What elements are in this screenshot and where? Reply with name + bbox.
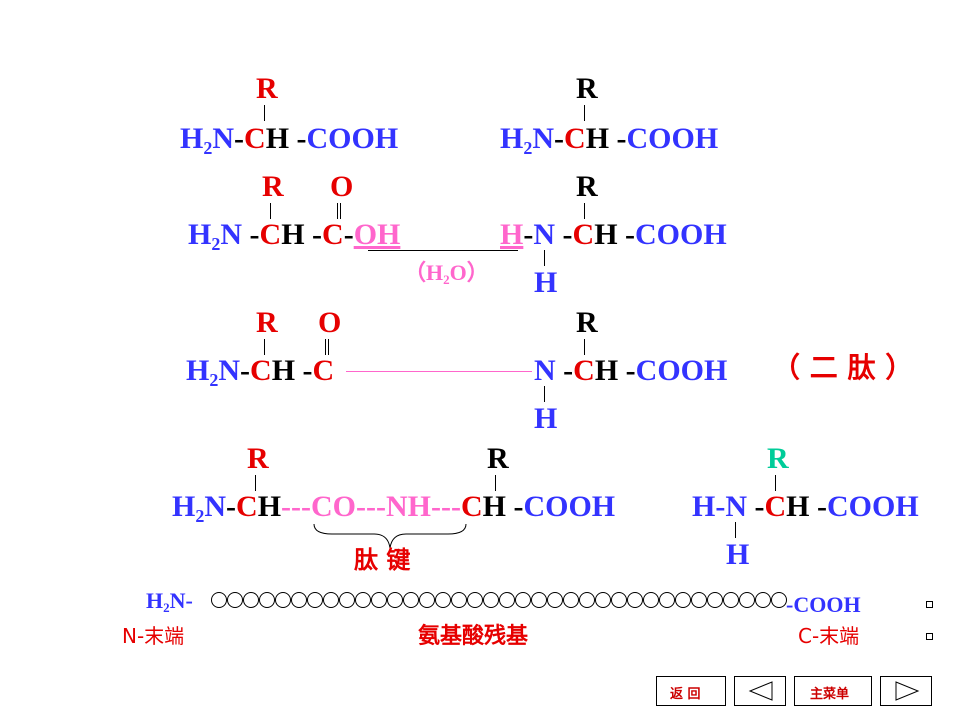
- bond-line: [264, 339, 265, 355]
- residues-label: 氨基酸残基: [418, 624, 529, 649]
- peptide-link-line: [346, 371, 532, 372]
- bond-line: [544, 250, 545, 266]
- r-group-9: R: [767, 442, 789, 475]
- peptide-bond-brace: [313, 523, 467, 549]
- bond-line: [270, 203, 271, 219]
- dipeptide-part-2: N -CH -COOH: [534, 354, 728, 387]
- r-group-3: R: [262, 170, 284, 203]
- chain-n-end: H2N-: [146, 588, 193, 615]
- back-button-label: 返 回: [670, 687, 701, 702]
- r-group-4: R: [576, 170, 598, 203]
- bond-line: [584, 339, 585, 355]
- dipeptide-label: （ 二 肽 ）: [772, 351, 914, 384]
- bond-line: [775, 475, 776, 491]
- chain-c-end: -COOH: [786, 592, 861, 617]
- peptide-bond-label: 肽 键: [354, 546, 411, 574]
- amino-acid-1: H2N-CH -COOH: [180, 122, 399, 158]
- marker-square: [926, 601, 933, 608]
- triangle-right-icon: [895, 681, 920, 701]
- water-label: （H2O）: [404, 260, 489, 287]
- carbonyl-oxygen: O: [318, 306, 342, 339]
- next-slide-button[interactable]: [880, 676, 932, 706]
- c-terminus-label: C-末端: [798, 624, 860, 648]
- amino-acid-5: H-N -CH -COOH: [692, 490, 919, 523]
- triangle-left-icon: [748, 681, 773, 701]
- residue-chain: [211, 592, 787, 608]
- bond-line: [495, 475, 496, 491]
- amine-hydrogen: H: [534, 266, 558, 299]
- amino-acid-2: H2N-CH -COOH: [500, 122, 719, 158]
- bond-line: [544, 386, 545, 402]
- carbonyl-oxygen: O: [330, 170, 354, 203]
- prev-slide-button[interactable]: [734, 676, 786, 706]
- main-menu-button[interactable]: [794, 676, 872, 706]
- r-group-5: R: [256, 306, 278, 339]
- reaction-line: [368, 250, 518, 251]
- r-group-8: R: [487, 442, 509, 475]
- n-terminus-label: N-末端: [122, 624, 185, 648]
- back-button[interactable]: [656, 676, 726, 706]
- r-group-6: R: [576, 306, 598, 339]
- amine-hydrogen: H: [726, 538, 750, 571]
- bond-line: [264, 105, 265, 121]
- r-group-7: R: [247, 442, 269, 475]
- bond-line: [584, 105, 585, 121]
- r-group-1: R: [256, 72, 278, 105]
- amino-acid-3: H2N -CH -C-OH: [188, 218, 401, 254]
- bond-line: [584, 203, 585, 219]
- main-menu-label: 主菜单: [810, 687, 850, 702]
- dipeptide-part-1: H2N-CH -C: [186, 354, 335, 390]
- bond-line: [735, 522, 736, 538]
- r-group-2: R: [576, 72, 598, 105]
- dipeptide-chain: H2N-CH---CO---NH---CH -COOH: [172, 490, 616, 526]
- bond-line: [255, 475, 256, 491]
- amino-acid-4: H-N -CH -COOH: [500, 218, 727, 251]
- double-bond: [337, 203, 341, 219]
- marker-square: [926, 633, 933, 640]
- double-bond: [325, 339, 329, 355]
- amine-hydrogen: H: [534, 402, 558, 435]
